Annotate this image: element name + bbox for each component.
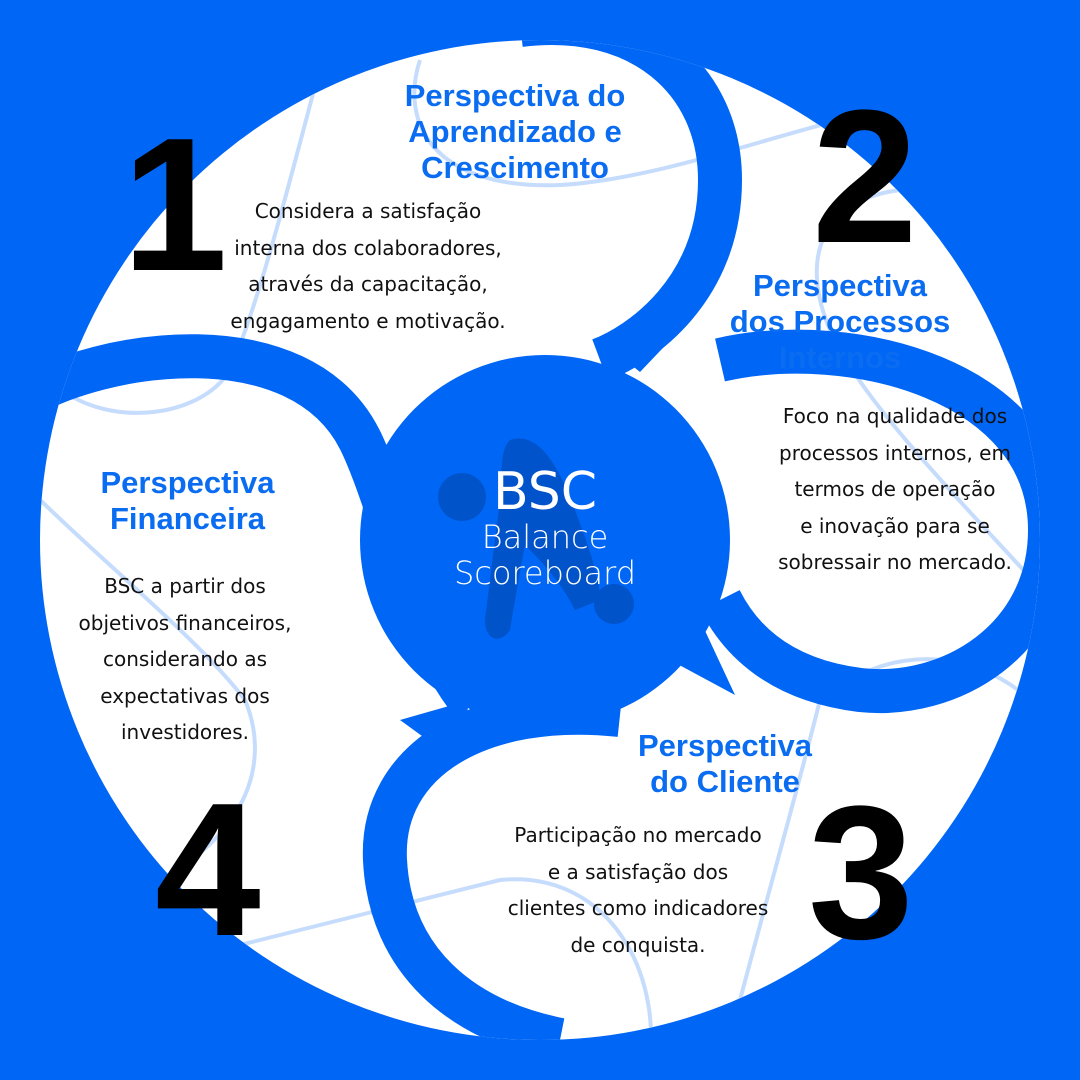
description-line: engagamento e motivação. xyxy=(230,308,506,333)
perspective-2-title: Perspectiva dos Processos Internos xyxy=(720,268,960,376)
title-line: Financeira xyxy=(109,501,266,536)
description-line: clientes como indicadores xyxy=(507,896,769,920)
perspective-3-description: Participação no mercado e a satisfação d… xyxy=(488,817,788,963)
center-label: BSC Balance Scoreboard xyxy=(425,465,665,591)
title-line: Perspectiva xyxy=(637,728,813,763)
description-line: termos de operação xyxy=(794,477,996,501)
perspective-4-description: BSC a partir dos objetivos financeiros, … xyxy=(60,568,310,751)
description-line: investidores. xyxy=(121,720,249,744)
title-line: Perspectiva xyxy=(752,268,928,303)
description-line: Participação no mercado xyxy=(514,823,762,847)
watermark-logo-icon xyxy=(438,438,634,639)
title-line: do Cliente xyxy=(650,764,800,799)
title-line: Perspectiva do xyxy=(404,78,626,113)
description-line: objetivos financeiros, xyxy=(78,610,292,635)
description-line: expectativas dos xyxy=(100,683,270,708)
perspective-1-title: Perspectiva do Aprendizado e Crescimento xyxy=(390,78,640,186)
description-line: através da capacitação, xyxy=(248,272,488,296)
description-line: e inovação para se xyxy=(800,513,990,538)
title-line: Perspectiva xyxy=(100,465,275,500)
center-subtitle-line2: Scoreboard xyxy=(453,554,637,592)
description-line: processos internos, em xyxy=(779,440,1011,465)
perspective-1-description: Considera a satisfação interna dos colab… xyxy=(218,193,518,339)
title-line: Crescimento xyxy=(421,150,609,185)
center-title: BSC xyxy=(492,462,598,522)
title-line: Internos xyxy=(778,340,902,375)
description-line: sobressair no mercado. xyxy=(778,550,1012,574)
description-line: Foco na qualidade dos xyxy=(782,404,1008,428)
step-number-3: 3 xyxy=(808,767,914,979)
step-number-2: 2 xyxy=(812,71,918,283)
perspective-4-title: Perspectiva Financeira xyxy=(75,465,300,537)
perspective-2-description: Foco na qualidade dos processos internos… xyxy=(755,398,1035,581)
description-line: considerando as xyxy=(102,647,267,671)
description-line: interna dos colaboradores, xyxy=(234,235,502,260)
center-subtitle-line1: Balance xyxy=(481,518,609,556)
description-line: Considera a satisfação xyxy=(254,199,482,223)
title-line: Aprendizado e xyxy=(408,114,622,149)
step-number-4: 4 xyxy=(155,764,261,976)
description-line: e a satisfação dos xyxy=(547,859,729,884)
step-number-1: 1 xyxy=(122,99,228,311)
title-line: dos Processos xyxy=(729,304,951,339)
description-line: de conquista. xyxy=(570,932,706,957)
perspective-3-title: Perspectiva do Cliente xyxy=(620,728,830,800)
description-line: BSC a partir dos xyxy=(104,574,266,598)
